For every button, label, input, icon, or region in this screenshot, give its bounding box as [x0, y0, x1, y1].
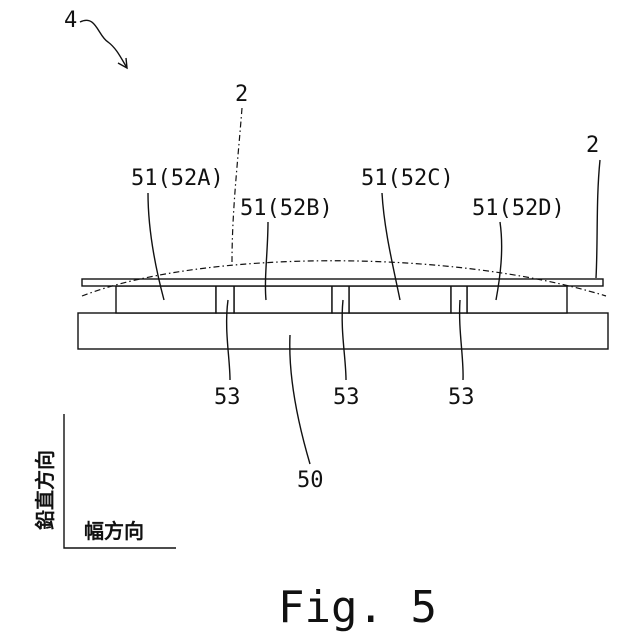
figure-caption: Fig. 5	[278, 582, 437, 633]
label-assembly: 4	[64, 8, 77, 33]
spacer-2	[332, 286, 349, 313]
label-spacer-3: 53	[448, 385, 475, 410]
pad-b	[234, 286, 332, 313]
label-curve-right: 2	[586, 133, 599, 158]
spacer-1	[216, 286, 234, 313]
label-spacer-1: 53	[214, 385, 241, 410]
leader-curve-top	[232, 108, 242, 262]
pad-a	[116, 286, 216, 313]
label-pad-a: 51(52A)	[131, 166, 224, 191]
arrow-assembly	[80, 20, 127, 68]
pad-d	[467, 286, 567, 313]
leader-curve-right	[596, 160, 600, 278]
axis-vertical-label: 鉛直方向	[33, 450, 57, 530]
leader-base	[290, 335, 310, 464]
label-base: 50	[297, 468, 324, 493]
label-spacer-2: 53	[333, 385, 360, 410]
label-pad-b: 51(52B)	[240, 196, 333, 221]
label-pad-d: 51(52D)	[472, 196, 565, 221]
axis-horizontal-label: 幅方向	[84, 519, 144, 543]
label-curve-top: 2	[235, 82, 248, 107]
label-pad-c: 51(52C)	[361, 166, 454, 191]
